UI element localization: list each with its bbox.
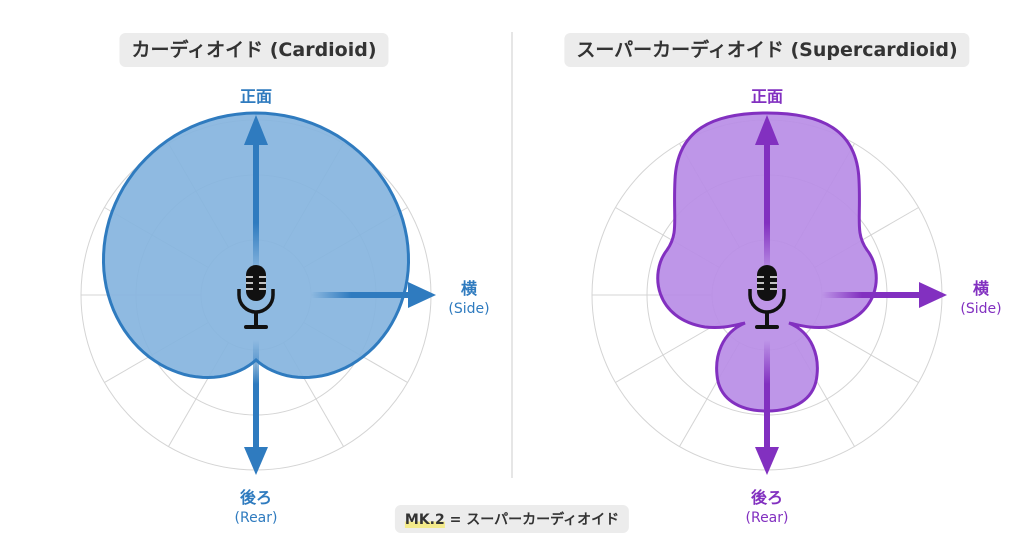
cardioid-title: カーディオイド (Cardioid): [119, 33, 389, 67]
rear-jp: 後ろ: [750, 488, 784, 507]
rear-en: (Rear): [234, 510, 278, 526]
equals-sign: =: [449, 512, 462, 528]
footer-note: MK.2 = スーパーカーディオイド: [394, 505, 630, 533]
left-side-label: 横 (Side): [448, 279, 489, 319]
grid-spoke: [615, 322, 720, 383]
left-rear-label: 後ろ (Rear): [235, 488, 278, 528]
right-rear-label: 後ろ (Rear): [746, 488, 789, 528]
left-front-label: 正面: [239, 87, 273, 106]
rear-arrow: [244, 340, 268, 475]
right-front-label: 正面: [750, 87, 784, 106]
front-arrow: [755, 115, 779, 275]
side-arrow: [822, 282, 947, 308]
side-jp: 横: [972, 279, 990, 298]
side-en: (Side): [960, 301, 1002, 317]
supercardioid-title: スーパーカーディオイド (Supercardioid): [564, 33, 970, 67]
rear-arrow: [755, 340, 779, 475]
side-arrow: [311, 282, 436, 308]
pattern-name: スーパーカーディオイド: [466, 512, 620, 528]
side-jp: 横: [460, 279, 478, 298]
model-name: MK.2: [404, 512, 445, 528]
right-side-label: 横 (Side): [960, 279, 1001, 319]
grid-spoke: [814, 322, 919, 383]
side-en: (Side): [448, 301, 490, 317]
front-arrow: [244, 115, 268, 275]
microphone-icon: [237, 265, 275, 329]
microphone-icon: [748, 265, 786, 329]
rear-jp: 後ろ: [239, 488, 273, 507]
rear-en: (Rear): [745, 510, 789, 526]
